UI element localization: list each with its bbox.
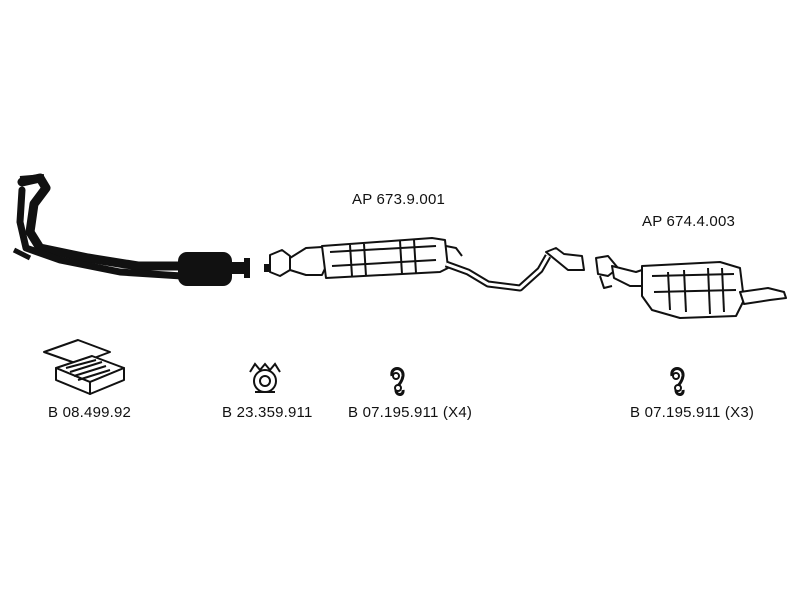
assembly-label-middle: AP 673.9.001 [352, 191, 446, 208]
accessory-label-hanger-x4: B 07.195.911 (X4) [348, 404, 472, 421]
accessory-part-number: B 07.195.911 [630, 404, 721, 421]
catalytic-converter-part [178, 252, 272, 286]
accessory-label-hanger-x3: B 07.195.911 (X3) [630, 404, 754, 421]
accessory-label-kit: B 08.499.92 [48, 404, 131, 421]
accessory-quantity: (X4) [442, 404, 473, 421]
assembly-label-rear: AP 674.4.003 [642, 213, 736, 230]
rubber-hanger-icon [670, 367, 685, 396]
accessory-quantity: (X3) [724, 404, 755, 421]
rubber-hanger-icon [390, 367, 405, 396]
accessory-part-number: B 23.359.911 [222, 404, 313, 421]
middle-silencer-assembly [269, 237, 585, 292]
front-downpipe-part [12, 173, 187, 280]
accessory-label-clamp: B 23.359.911 [222, 404, 313, 421]
pipe-clamp-icon [249, 362, 281, 393]
rear-silencer-assembly [595, 255, 787, 319]
accessory-part-number: B 07.195.911 [348, 404, 439, 421]
mounting-kit-box-icon [43, 339, 125, 395]
accessory-part-number: B 08.499.92 [48, 404, 132, 421]
